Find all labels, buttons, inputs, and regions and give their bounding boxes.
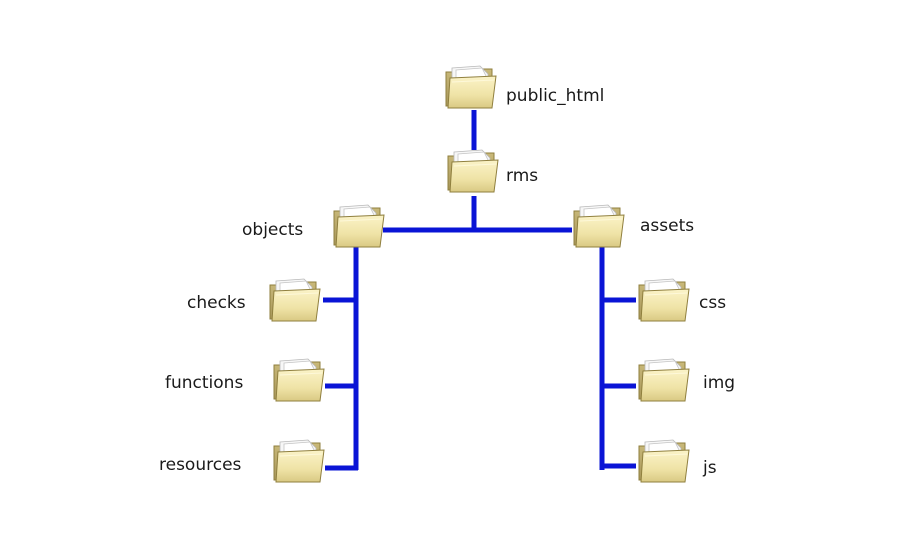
folder-label-checks: checks [187, 293, 246, 313]
folder-label-js: js [703, 458, 717, 478]
folder-icon[interactable] [444, 148, 500, 196]
folder-icon[interactable] [570, 203, 626, 251]
folder-label-css: css [699, 293, 727, 313]
folder-icon[interactable] [442, 64, 498, 112]
folder-label-resources: resources [159, 455, 242, 475]
folder-icon[interactable] [635, 277, 691, 325]
folder-icon[interactable] [635, 438, 691, 486]
folder-label-img: img [703, 373, 736, 393]
folder-label-rms: rms [506, 166, 539, 186]
folder-icon[interactable] [635, 357, 691, 405]
folder-label-assets: assets [640, 216, 695, 236]
folder-label-public-html: public_html [506, 86, 605, 106]
folder-label-functions: functions [165, 373, 244, 393]
folder-icon[interactable] [270, 438, 326, 486]
folder-icon[interactable] [266, 277, 322, 325]
folder-icon[interactable] [270, 357, 326, 405]
folder-label-objects: objects [242, 220, 304, 240]
folder-icon[interactable] [330, 203, 386, 251]
